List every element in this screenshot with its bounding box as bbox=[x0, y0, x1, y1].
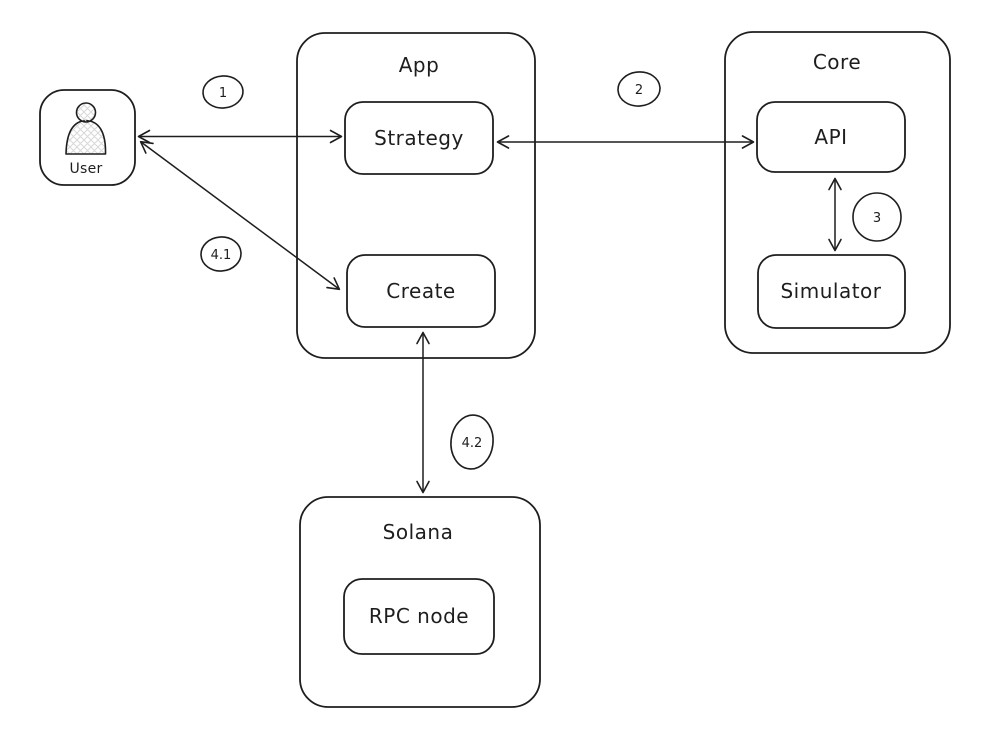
node-user: User bbox=[39, 89, 136, 186]
node-create: Create bbox=[346, 254, 496, 328]
user-label: User bbox=[69, 161, 102, 177]
step-2-label: 2 bbox=[635, 83, 643, 98]
rpc-box bbox=[343, 578, 495, 655]
node-simulator: Simulator bbox=[757, 254, 906, 329]
node-rpc: RPC node bbox=[343, 578, 495, 655]
step-3-label: 3 bbox=[873, 211, 881, 226]
solana-box bbox=[299, 496, 541, 708]
step-4-2-label: 4.2 bbox=[462, 436, 483, 451]
strategy-box bbox=[344, 101, 494, 175]
step-badge-2: 2 bbox=[617, 71, 661, 107]
strategy-label: Strategy bbox=[374, 126, 464, 150]
app-title: App bbox=[399, 53, 440, 77]
core-box bbox=[724, 31, 951, 354]
container-solana: Solana RPC node bbox=[299, 496, 541, 708]
create-label: Create bbox=[386, 279, 455, 303]
step-badge-3: 3 bbox=[852, 192, 902, 242]
api-box bbox=[756, 101, 906, 173]
node-api: API bbox=[756, 101, 906, 173]
node-strategy: Strategy bbox=[344, 101, 494, 175]
arrow-user-create bbox=[139, 140, 341, 291]
step-4-1-label: 4.1 bbox=[211, 248, 232, 263]
api-label: API bbox=[814, 125, 847, 149]
simulator-label: Simulator bbox=[780, 279, 881, 303]
simulator-box bbox=[757, 254, 906, 329]
step-1-label: 1 bbox=[219, 86, 227, 101]
app-box bbox=[296, 32, 536, 359]
container-app: App Strategy Create bbox=[296, 32, 536, 359]
step-badge-1: 1 bbox=[202, 75, 244, 109]
person-icon bbox=[65, 102, 107, 155]
container-core: Core API Simulator bbox=[724, 31, 951, 354]
rpc-label: RPC node bbox=[369, 604, 469, 628]
step-badge-4-1: 4.1 bbox=[200, 236, 242, 272]
step-badge-4-2: 4.2 bbox=[450, 414, 494, 470]
core-title: Core bbox=[813, 50, 861, 74]
create-box bbox=[346, 254, 496, 328]
solana-title: Solana bbox=[383, 520, 454, 544]
